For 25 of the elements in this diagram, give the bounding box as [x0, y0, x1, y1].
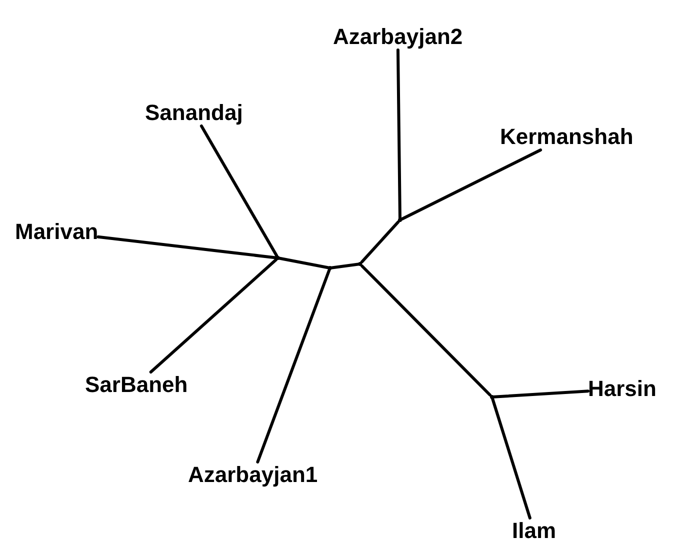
tree-branch	[492, 390, 590, 398]
leaf-label: Harsin	[588, 376, 656, 402]
tree-branch	[360, 220, 400, 264]
tree-branch	[278, 256, 330, 270]
tree-branch	[96, 235, 278, 260]
tree-branch	[396, 48, 402, 220]
tree-branch	[400, 148, 542, 220]
leaf-label: Azarbayjan1	[188, 462, 318, 488]
tree-branch	[200, 124, 278, 258]
tree-branch	[256, 268, 331, 464]
leaf-label: SarBaneh	[85, 372, 188, 398]
tree-branch	[491, 398, 532, 520]
branch-point	[276, 256, 280, 260]
branch-point	[358, 262, 362, 266]
tree-branch	[360, 264, 492, 396]
branch-point	[490, 395, 494, 399]
leaf-label: Marivan	[15, 219, 98, 245]
branch-point	[328, 266, 332, 270]
tree-branch	[149, 258, 278, 374]
leaf-label: Azarbayjan2	[333, 24, 463, 50]
tree-branch	[330, 262, 360, 270]
leaf-label: Sanandaj	[145, 100, 243, 126]
leaf-label: Ilam	[512, 518, 556, 544]
branch-point	[398, 218, 402, 222]
leaf-label: Kermanshah	[500, 124, 634, 150]
